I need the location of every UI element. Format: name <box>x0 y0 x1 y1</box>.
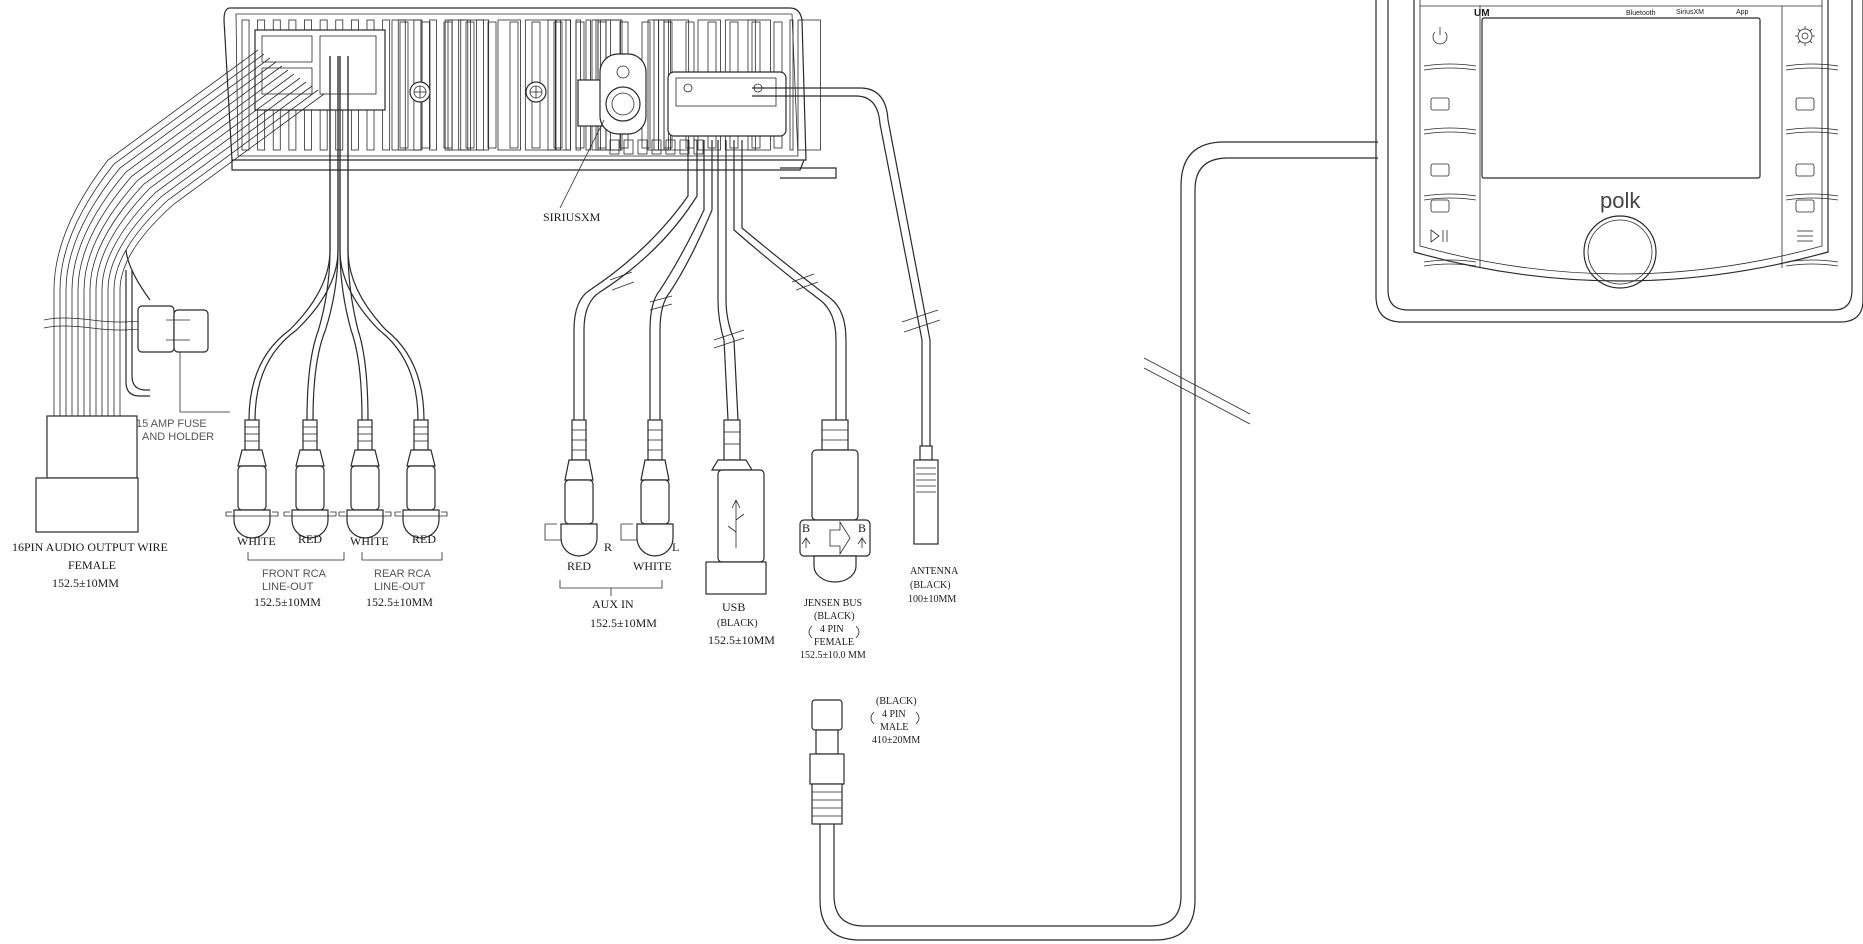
front-rca-label-line1: FRONT RCA <box>262 568 327 580</box>
rear-rca-label-line1: REAR RCA <box>374 568 432 580</box>
siriusxm-label: SIRIUSXM <box>543 210 601 224</box>
rear-pin-row <box>609 139 704 155</box>
pin16-label-line2: FEMALE <box>68 558 116 572</box>
rca-plug <box>394 419 448 539</box>
front-rca-length: 152.5±10MM <box>254 595 321 609</box>
remote-badge-siriusxm: SiriusXM <box>1676 9 1704 16</box>
power-icon[interactable] <box>1432 27 1448 45</box>
jensen-label-line4: FEMALE <box>814 637 854 648</box>
male-four-pin-cable <box>809 141 1378 941</box>
jensen-b-left: B <box>802 521 810 535</box>
siriusxm-port <box>577 53 647 135</box>
aux-length: 152.5±10MM <box>590 616 657 630</box>
aux-in-label: AUX IN <box>592 597 634 611</box>
button-icon[interactable] <box>1430 163 1450 177</box>
remote-model-label: UM <box>1474 8 1490 19</box>
fuse-label-line1: 15 AMP FUSE <box>136 418 207 430</box>
rear-rca-length: 152.5±10MM <box>366 595 433 609</box>
jensen-bus-plug <box>799 419 871 583</box>
remote-screen <box>1481 17 1761 179</box>
right-cables <box>573 87 941 446</box>
rca-plug <box>338 419 392 539</box>
aux-red-label: RED <box>567 559 591 573</box>
jensen-label-line1: JENSEN BUS <box>804 598 862 609</box>
usb-length: 152.5±10MM <box>708 633 775 647</box>
pin16-length-label: 152.5±10MM <box>52 576 119 590</box>
rca-plugs <box>225 419 448 539</box>
fuse-holder <box>125 249 230 413</box>
harness-clamp <box>43 317 151 331</box>
front-rca-label-line2: LINE-OUT <box>262 581 314 593</box>
sixteen-pin-harness <box>53 49 325 416</box>
rear-red-label: RED <box>412 532 436 546</box>
male-label-line1: (BLACK) <box>876 696 917 707</box>
button-icon[interactable] <box>1430 199 1450 213</box>
aux-l-label: L <box>672 540 679 554</box>
remote-badge-app: App <box>1736 9 1749 16</box>
labels: SIRIUSXM 15 AMP FUSE AND HOLDER 16PIN AU… <box>12 8 1749 746</box>
jensen-label-line2: (BLACK) <box>814 611 855 622</box>
usb-label-line2: (BLACK) <box>717 618 758 629</box>
aux-in-plugs <box>544 419 674 557</box>
remote-volume-knob <box>1583 215 1657 289</box>
button-icon[interactable] <box>1795 199 1815 213</box>
rear-white-label: WHITE <box>350 534 389 548</box>
antenna-label-line1: ANTENNA <box>910 566 959 577</box>
jensen-length: 152.5±10.0 MM <box>800 650 866 661</box>
remote-badge-bluetooth: Bluetooth <box>1626 10 1656 17</box>
aux-white-label: WHITE <box>633 559 672 573</box>
menu-icon[interactable] <box>1797 230 1813 242</box>
gear-icon[interactable] <box>1795 26 1815 46</box>
button-icon[interactable] <box>1430 97 1450 111</box>
screw-left <box>409 81 431 103</box>
front-red-label: RED <box>298 532 322 546</box>
rear-connector-block <box>667 71 787 137</box>
usb-label-line1: USB <box>722 600 745 614</box>
front-white-label: WHITE <box>237 534 276 548</box>
rca-plug <box>283 419 337 539</box>
antenna-plug <box>913 445 939 545</box>
male-label-line3: MALE <box>880 722 908 733</box>
jensen-b-right: B <box>858 521 866 535</box>
button-icon[interactable] <box>1795 97 1815 111</box>
jensen-label-line3: 4 PIN <box>820 624 844 635</box>
rca-cables <box>248 56 425 421</box>
screw-right <box>525 81 547 103</box>
rca-brackets <box>247 552 663 596</box>
pin16-label-line1: 16PIN AUDIO OUTPUT WIRE <box>12 540 168 554</box>
remote-control <box>1375 0 1863 323</box>
fuse-label-line2: AND HOLDER <box>142 431 214 443</box>
antenna-length: 100±10MM <box>908 594 956 605</box>
male-label-line2: 4 PIN <box>882 709 906 720</box>
aux-r-label: R <box>604 540 612 554</box>
rca-plug <box>225 419 279 539</box>
head-unit-chassis <box>223 7 837 179</box>
usb-plug <box>705 419 767 595</box>
play-pause-icon[interactable] <box>1430 229 1448 243</box>
remote-brand-logo: polk <box>1600 188 1641 213</box>
male-length: 410±20MM <box>872 735 920 746</box>
button-icon[interactable] <box>1795 163 1815 177</box>
antenna-label-line2: (BLACK) <box>910 580 951 591</box>
sixteen-pin-plug <box>35 415 139 533</box>
rear-rca-label-line2: LINE-OUT <box>374 581 426 593</box>
